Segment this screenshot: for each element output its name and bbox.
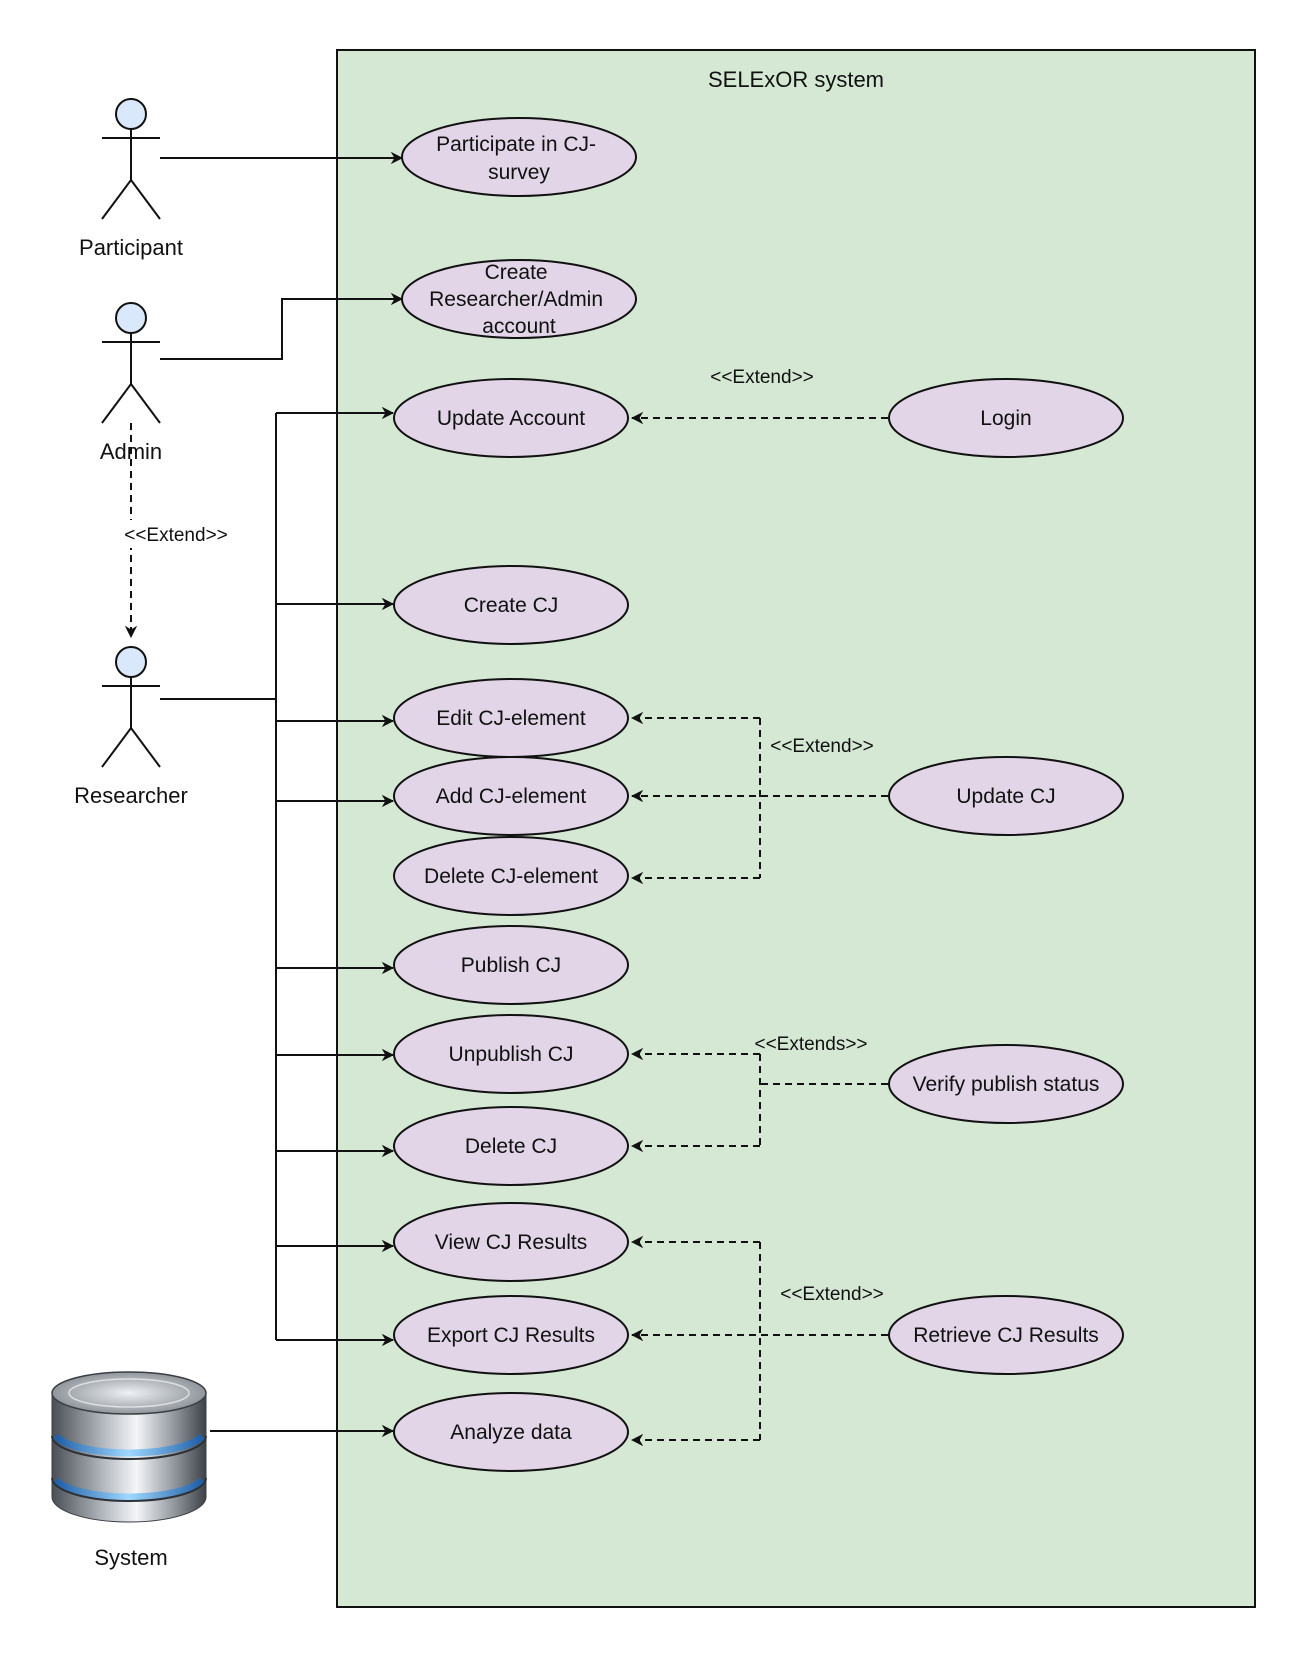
stereotype-update-cj-extend: <<Extend>> (770, 736, 874, 757)
use-case-create-account-line-1: Create (485, 261, 548, 284)
assoc-admin-create-account (160, 299, 402, 360)
use-case-update-cj[interactable]: Update CJ (888, 756, 1124, 836)
use-case-create-cj[interactable]: Create CJ (393, 565, 629, 645)
actor-participant-label: Participant (79, 235, 183, 260)
svg-text:Create Researcher/Admin: Create Researcher/Admin account (429, 261, 609, 338)
actor-participant[interactable]: Participant (79, 98, 183, 260)
use-case-analyze-data[interactable]: Analyze data (393, 1392, 629, 1472)
use-case-update-cj-label: Update CJ (956, 785, 1055, 808)
use-case-retrieve-cj-results-label: Retrieve CJ Results (913, 1324, 1099, 1347)
use-case-create-account-line-2: Researcher/Admin (429, 288, 603, 311)
actor-researcher-label: Researcher (74, 783, 188, 808)
use-case-view-cj-results[interactable]: View CJ Results (393, 1202, 629, 1282)
stereotype-labels: <<Extend>> <<Extend>> <<Extend>> <<Exten… (116, 367, 884, 1305)
extend-relations (131, 418, 888, 1440)
use-case-edit-cj-element-label: Edit CJ-element (436, 707, 586, 730)
actor-system[interactable]: System (51, 1371, 207, 1570)
stereotype-admin-extend: <<Extend>> (124, 525, 228, 546)
use-case-analyze-data-label: Analyze data (450, 1421, 572, 1444)
use-case-unpublish-cj-label: Unpublish CJ (449, 1043, 574, 1066)
use-case-login-label: Login (980, 407, 1031, 430)
svg-text:Participate in CJ- surve: Participate in CJ- survey (436, 133, 602, 184)
use-case-create-cj-label: Create CJ (464, 594, 559, 617)
database-cylinder-icon (51, 1371, 207, 1523)
use-case-update-account[interactable]: Update Account (393, 378, 629, 458)
use-case-delete-cj-element-label: Delete CJ-element (424, 865, 598, 888)
use-case-unpublish-cj[interactable]: Unpublish CJ (393, 1014, 629, 1094)
use-case-verify-publish-status-label: Verify publish status (913, 1073, 1100, 1096)
use-case-login[interactable]: Login (888, 378, 1124, 458)
use-case-verify-publish-status[interactable]: Verify publish status (888, 1044, 1124, 1124)
use-case-participate-line-2: survey (488, 161, 550, 184)
stereotype-verify-extends: <<Extends>> (754, 1034, 867, 1055)
use-case-export-cj-results-label: Export CJ Results (427, 1324, 595, 1347)
use-case-update-account-label: Update Account (437, 407, 585, 430)
use-case-delete-cj-label: Delete CJ (465, 1135, 557, 1158)
use-case-retrieve-cj-results[interactable]: Retrieve CJ Results (888, 1295, 1124, 1375)
use-case-participate-line-1: Participate in CJ- (436, 133, 596, 156)
use-case-participate-cj-survey[interactable]: Participate in CJ- survey (401, 117, 637, 197)
use-case-create-account[interactable]: Create Researcher/Admin account (401, 259, 637, 339)
use-case-add-cj-element[interactable]: Add CJ-element (393, 756, 629, 836)
use-case-view-cj-results-label: View CJ Results (435, 1231, 588, 1254)
use-case-delete-cj[interactable]: Delete CJ (393, 1106, 629, 1186)
stereotype-retrieve-extend: <<Extend>> (780, 1284, 884, 1305)
system-title: SELExOR system (708, 67, 884, 92)
actor-system-label: System (94, 1545, 167, 1570)
use-case-publish-cj-label: Publish CJ (461, 954, 561, 977)
use-case-publish-cj[interactable]: Publish CJ (393, 925, 629, 1005)
associations (160, 158, 402, 1431)
use-case-create-account-line-3: account (482, 315, 556, 338)
use-case-add-cj-element-label: Add CJ-element (436, 785, 587, 808)
actor-researcher[interactable]: Researcher (74, 646, 188, 808)
stereotype-login-extend: <<Extend>> (710, 367, 814, 388)
use-case-delete-cj-element[interactable]: Delete CJ-element (393, 836, 629, 916)
use-case-export-cj-results[interactable]: Export CJ Results (393, 1295, 629, 1375)
use-case-edit-cj-element[interactable]: Edit CJ-element (393, 678, 629, 758)
